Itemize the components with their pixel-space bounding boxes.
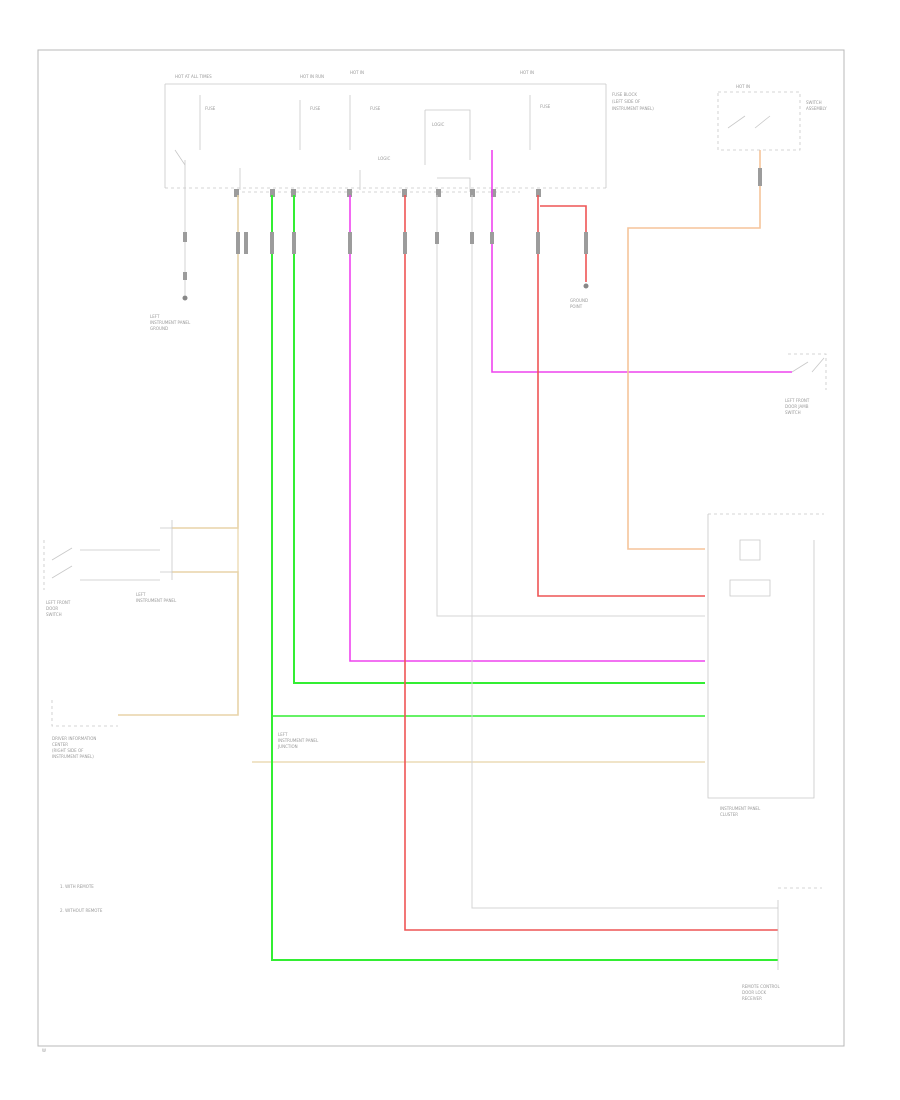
switch-icon (727, 115, 771, 129)
svg-text:HOT IN: HOT IN (520, 70, 534, 75)
inline-connectors (183, 168, 762, 254)
svg-text:(RIGHT SIDE OF: (RIGHT SIDE OF (52, 748, 84, 753)
junction-note: LEFT INSTRUMENT PANEL JUNCTION (277, 732, 319, 749)
svg-text:LEFT: LEFT (136, 592, 146, 597)
svg-text:HOT IN RUN: HOT IN RUN (300, 74, 324, 79)
wire-red-2 (537, 195, 705, 597)
svg-text:POINT: POINT (570, 304, 583, 309)
svg-text:HOT AT ALL TIMES: HOT AT ALL TIMES (175, 74, 212, 79)
connector-pin-icon (491, 189, 496, 197)
svg-text:HOT IN: HOT IN (736, 84, 750, 89)
svg-text:LEFT FRONT: LEFT FRONT (785, 398, 810, 403)
svg-text:LEFT FRONT: LEFT FRONT (46, 600, 71, 605)
switch-top-right: HOT IN SWITCH ASSEMBLY (717, 84, 827, 151)
diagram-notes: 1. WITH REMOTE 2. WITHOUT REMOTE (60, 884, 103, 913)
svg-text:ASSEMBLY: ASSEMBLY (806, 106, 827, 111)
fuse-block-top: HOT AT ALL TIMES HOT IN RUN HOT IN HOT I… (164, 70, 654, 245)
switch-left: LEFT FRONT DOOR SWITCH LEFT INSTRUMENT P… (43, 520, 177, 617)
svg-text:LEFT: LEFT (278, 732, 288, 737)
wire-green-1 (271, 195, 778, 961)
ground-right: GROUND POINT (570, 283, 589, 309)
svg-text:FUSE: FUSE (310, 106, 321, 111)
connector-pin-icon (536, 189, 541, 197)
svg-text:INSTRUMENT PANEL: INSTRUMENT PANEL (720, 806, 761, 811)
connector-pin-icon (470, 189, 475, 197)
ground-left: LEFT INSTRUMENT PANEL GROUND (150, 245, 191, 331)
wire-red-3 (540, 205, 587, 282)
wire-tan (172, 195, 239, 529)
connector-pin-icon (436, 189, 441, 197)
svg-text:(LEFT SIDE OF: (LEFT SIDE OF (612, 99, 641, 104)
svg-text:FUSE BLOCK: FUSE BLOCK (612, 92, 637, 97)
svg-text:CLUSTER: CLUSTER (720, 812, 738, 817)
component-left-lower: DRIVER INFORMATION CENTER (RIGHT SIDE OF… (51, 700, 118, 759)
svg-text:FUSE: FUSE (205, 106, 216, 111)
door-switch-right: LEFT FRONT DOOR JAMB SWITCH (785, 353, 827, 415)
svg-text:INSTRUMENT PANEL): INSTRUMENT PANEL) (612, 106, 654, 111)
svg-text:SWITCH: SWITCH (785, 410, 801, 415)
svg-text:LOGIC: LOGIC (378, 156, 391, 161)
svg-text:2. WITHOUT REMOTE: 2. WITHOUT REMOTE (60, 908, 103, 913)
svg-text:SWITCH: SWITCH (806, 100, 822, 105)
connector-pin-icon (234, 189, 239, 197)
connector-pin-icon (270, 189, 275, 197)
ground-symbol-icon (583, 283, 589, 289)
switch-icon (791, 357, 825, 373)
svg-text:LOGIC: LOGIC (432, 122, 445, 127)
connector-pin-icon (291, 189, 296, 197)
svg-text:1. WITH REMOTE: 1. WITH REMOTE (60, 884, 94, 889)
switch-icon (51, 547, 73, 579)
svg-text:LEFT: LEFT (150, 314, 160, 319)
svg-text:INSTRUMENT PANEL): INSTRUMENT PANEL) (52, 754, 94, 759)
wire-orange (627, 150, 761, 550)
svg-text:INSTRUMENT PANEL: INSTRUMENT PANEL (150, 320, 191, 325)
svg-text:HOT IN: HOT IN (350, 70, 364, 75)
top-connector-strip (234, 189, 541, 197)
svg-text:RECEIVER: RECEIVER (742, 996, 762, 1001)
connector-pin-icon (347, 189, 352, 197)
svg-text:INSTRUMENT PANEL: INSTRUMENT PANEL (136, 598, 177, 603)
svg-text:DRIVER INFORMATION: DRIVER INFORMATION (52, 736, 96, 741)
svg-text:JUNCTION: JUNCTION (277, 744, 298, 749)
svg-text:REMOTE CONTROL: REMOTE CONTROL (742, 984, 780, 989)
wire-gray-2 (471, 195, 778, 909)
svg-text:FUSE: FUSE (540, 104, 551, 109)
page-number: W (42, 1048, 46, 1053)
svg-text:GROUND: GROUND (570, 298, 588, 303)
wire-gray-1 (436, 195, 705, 617)
connector-pin-icon (402, 189, 407, 197)
svg-text:DOOR LOCK: DOOR LOCK (742, 990, 766, 995)
wire-green-2 (293, 195, 705, 684)
diagram-frame (37, 49, 845, 1047)
svg-text:GROUND: GROUND (150, 326, 168, 331)
svg-text:FUSE: FUSE (370, 106, 381, 111)
wire-red-1 (404, 195, 778, 931)
svg-text:SWITCH: SWITCH (46, 612, 62, 617)
svg-text:CENTER: CENTER (52, 742, 68, 747)
module-right: INSTRUMENT PANEL CLUSTER (707, 513, 824, 817)
svg-text:DOOR JAMB: DOOR JAMB (785, 404, 809, 409)
wire-tan-2 (118, 571, 239, 716)
wire-magenta-1 (349, 195, 705, 662)
svg-text:INSTRUMENT PANEL: INSTRUMENT PANEL (278, 738, 319, 743)
module-bottom-right: REMOTE CONTROL DOOR LOCK RECEIVER (742, 887, 822, 1001)
ground-symbol-icon (182, 295, 188, 301)
svg-text:DOOR: DOOR (46, 606, 58, 611)
wire-magenta-2 (491, 150, 792, 373)
